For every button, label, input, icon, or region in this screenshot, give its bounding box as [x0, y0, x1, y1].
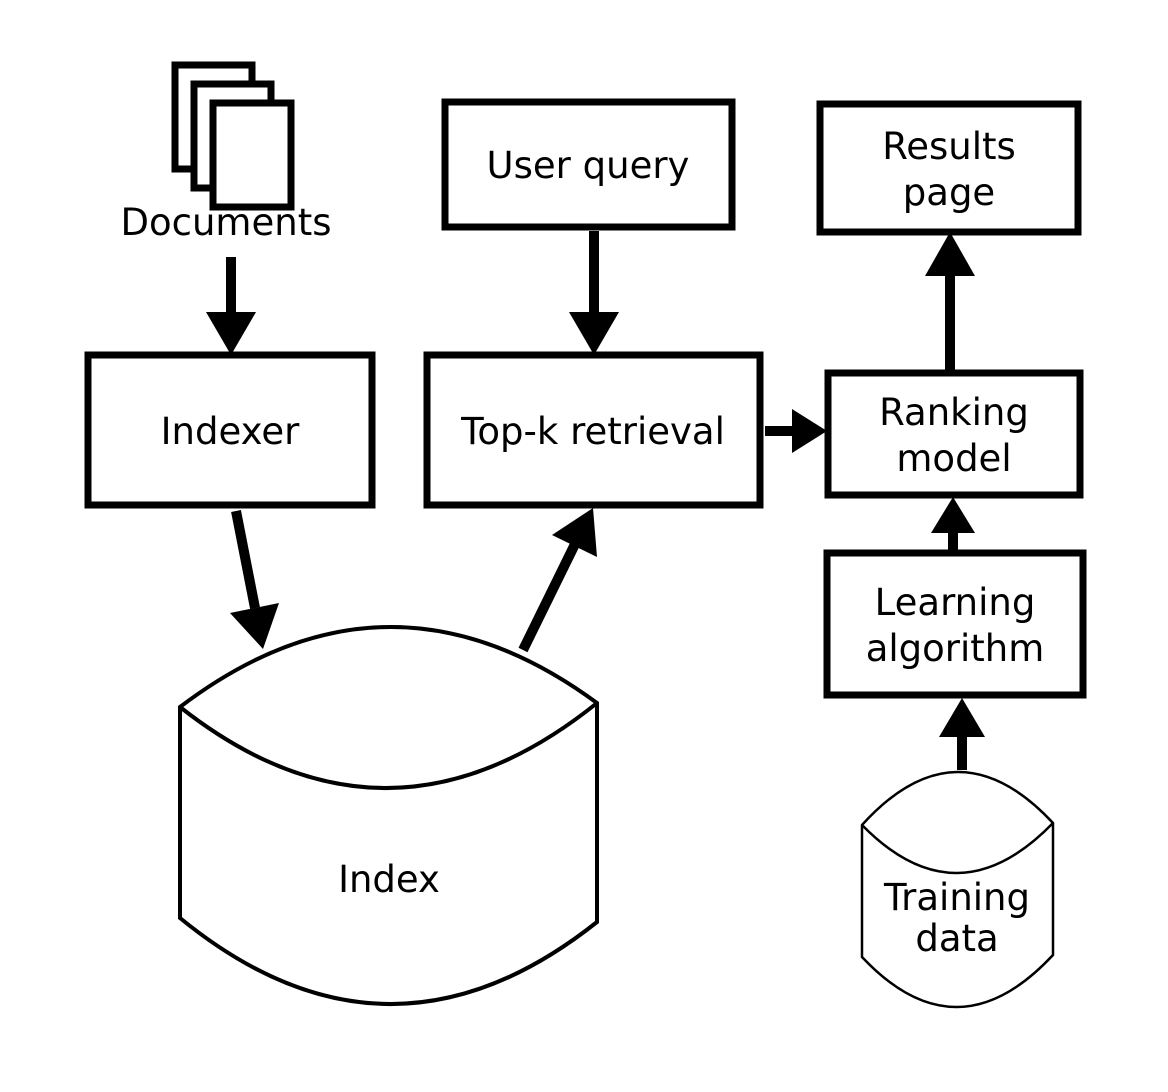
- learning-algorithm-label-line1: Learning: [875, 581, 1036, 624]
- arrowhead-icon: [569, 312, 619, 355]
- arrowhead-icon: [931, 497, 975, 533]
- user-query-label: User query: [487, 144, 690, 187]
- arrow-indexer-to-index: [230, 510, 279, 649]
- results-page-label-line2: page: [903, 171, 995, 214]
- ranking-model-node: Ranking model: [824, 369, 1084, 499]
- indexer-node: Indexer: [84, 351, 376, 509]
- arrowhead-icon: [792, 409, 827, 453]
- index-datastore: Index: [178, 625, 599, 1006]
- ranking-model-label-line2: model: [896, 437, 1011, 480]
- training-data-label-line2: data: [915, 917, 998, 960]
- learning-algorithm-node: Learning algorithm: [823, 549, 1087, 699]
- documents-node: Documents: [121, 61, 332, 244]
- arrow-index-to-top-k: [518, 508, 597, 653]
- arrowhead-icon: [939, 698, 985, 737]
- top-k-retrieval-label: Top-k retrieval: [460, 410, 725, 453]
- learning-algorithm-label-line2: algorithm: [866, 627, 1045, 670]
- arrow-training-to-learning: [939, 698, 985, 770]
- arrow-learning-to-ranking: [931, 497, 975, 551]
- arrowhead-icon: [206, 312, 256, 355]
- training-data-label-line1: Training: [883, 876, 1030, 919]
- arrowhead-icon: [230, 603, 279, 649]
- database-icon: [860, 770, 1055, 1009]
- index-label: Index: [338, 858, 440, 901]
- arrowhead-icon: [925, 232, 975, 276]
- arrowhead-icon: [552, 508, 597, 557]
- results-page-node: Results page: [816, 100, 1082, 236]
- arrow-documents-to-indexer: [206, 257, 256, 355]
- documents-label: Documents: [121, 201, 332, 244]
- database-top-arc: [861, 822, 1054, 875]
- results-page-label-line1: Results: [882, 125, 1016, 168]
- document-stack-icon: [171, 61, 295, 211]
- arrow-ranking-to-results: [925, 232, 975, 371]
- training-data-datastore: Training data: [860, 770, 1055, 1009]
- ranking-model-label-line1: Ranking: [879, 391, 1029, 434]
- top-k-retrieval-node: Top-k retrieval: [423, 351, 764, 509]
- database-icon: [178, 625, 599, 1006]
- user-query-node: User query: [441, 98, 736, 231]
- arrow-top-k-to-ranking: [765, 409, 827, 453]
- arrow-user-query-to-top-k: [569, 231, 619, 355]
- indexer-label: Indexer: [161, 410, 300, 453]
- database-top-arc: [178, 701, 599, 790]
